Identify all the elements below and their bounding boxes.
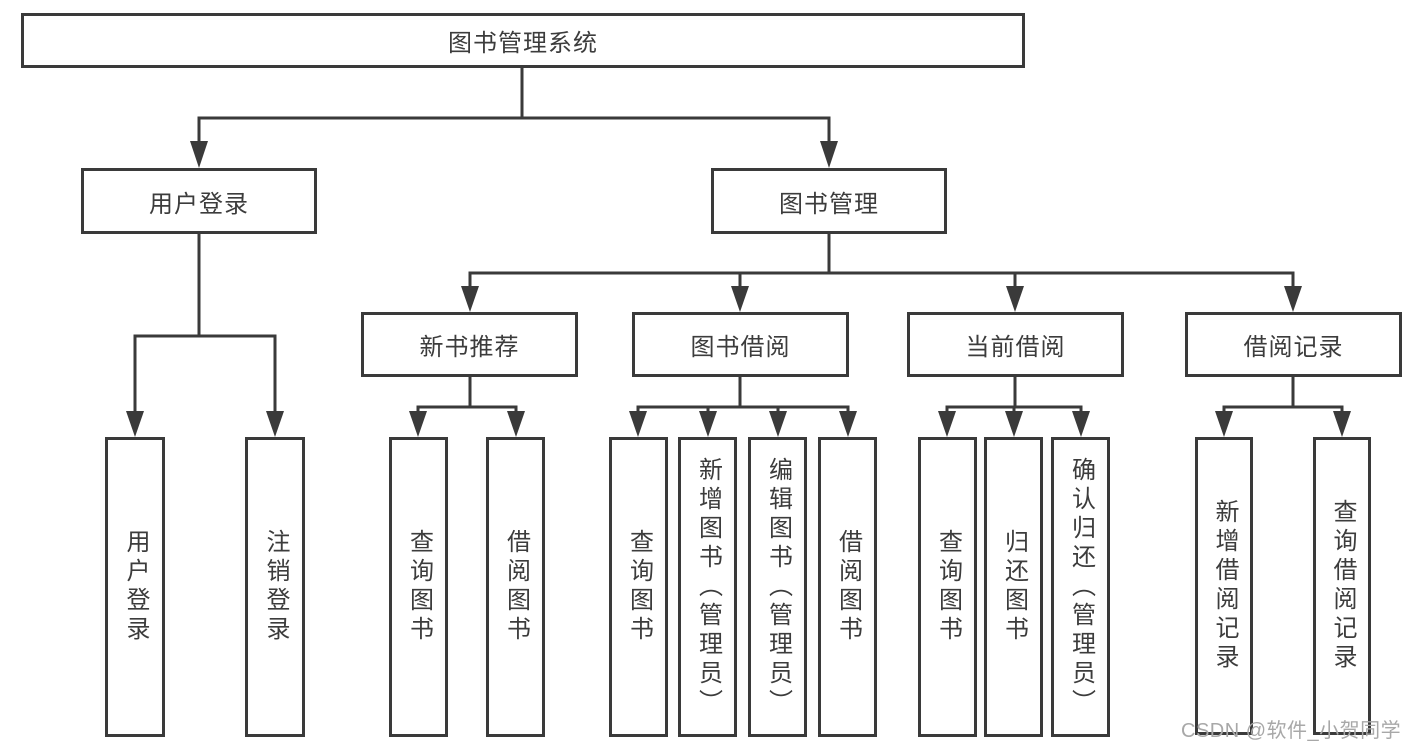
node-user-login: 用户登录 bbox=[81, 168, 317, 234]
node-label: 编辑图书（管理员） bbox=[764, 456, 792, 718]
leaf-add-books-admin: 新增图书（管理员） bbox=[678, 437, 737, 737]
node-label: 查询图书 bbox=[934, 529, 962, 645]
node-book-management: 图书管理 bbox=[711, 168, 947, 234]
leaf-query-borrow-record: 查询借阅记录 bbox=[1313, 437, 1371, 735]
leaf-add-borrow-record: 新增借阅记录 bbox=[1195, 437, 1253, 735]
leaf-query-books-recommend: 查询图书 bbox=[389, 437, 448, 737]
node-label: 确认归还（管理员） bbox=[1067, 456, 1095, 718]
node-label: 借阅图书 bbox=[834, 529, 862, 645]
node-label: 借阅图书 bbox=[502, 529, 530, 645]
node-book-borrowing: 图书借阅 bbox=[632, 312, 849, 377]
leaf-edit-books-admin: 编辑图书（管理员） bbox=[748, 437, 807, 737]
leaf-query-books-current: 查询图书 bbox=[918, 437, 977, 737]
node-borrowing-records: 借阅记录 bbox=[1185, 312, 1402, 377]
node-label: 新增图书（管理员） bbox=[694, 456, 722, 718]
node-label: 注销登录 bbox=[262, 529, 289, 645]
node-library-management-system: 图书管理系统 bbox=[21, 13, 1025, 68]
node-label: 新增借阅记录 bbox=[1211, 499, 1238, 673]
node-label: 用户登录 bbox=[122, 529, 149, 645]
node-new-book-recommendation: 新书推荐 bbox=[361, 312, 578, 377]
watermark-csdn: CSDN @软件_小贺同学 bbox=[1181, 720, 1402, 742]
node-label: 查询借阅记录 bbox=[1329, 499, 1356, 673]
leaf-return-books: 归还图书 bbox=[984, 437, 1043, 737]
leaf-confirm-return-admin: 确认归还（管理员） bbox=[1051, 437, 1110, 737]
leaf-logout: 注销登录 bbox=[245, 437, 305, 737]
node-current-borrowing: 当前借阅 bbox=[907, 312, 1124, 377]
leaf-borrow-books-recommend: 借阅图书 bbox=[486, 437, 545, 737]
node-label: 归还图书 bbox=[1000, 529, 1028, 645]
leaf-query-books-borrow: 查询图书 bbox=[609, 437, 668, 737]
leaf-user-login: 用户登录 bbox=[105, 437, 165, 737]
node-label: 查询图书 bbox=[625, 529, 653, 645]
node-label: 查询图书 bbox=[405, 529, 433, 645]
arrowheads bbox=[126, 141, 1351, 437]
leaf-borrow-books: 借阅图书 bbox=[818, 437, 877, 737]
